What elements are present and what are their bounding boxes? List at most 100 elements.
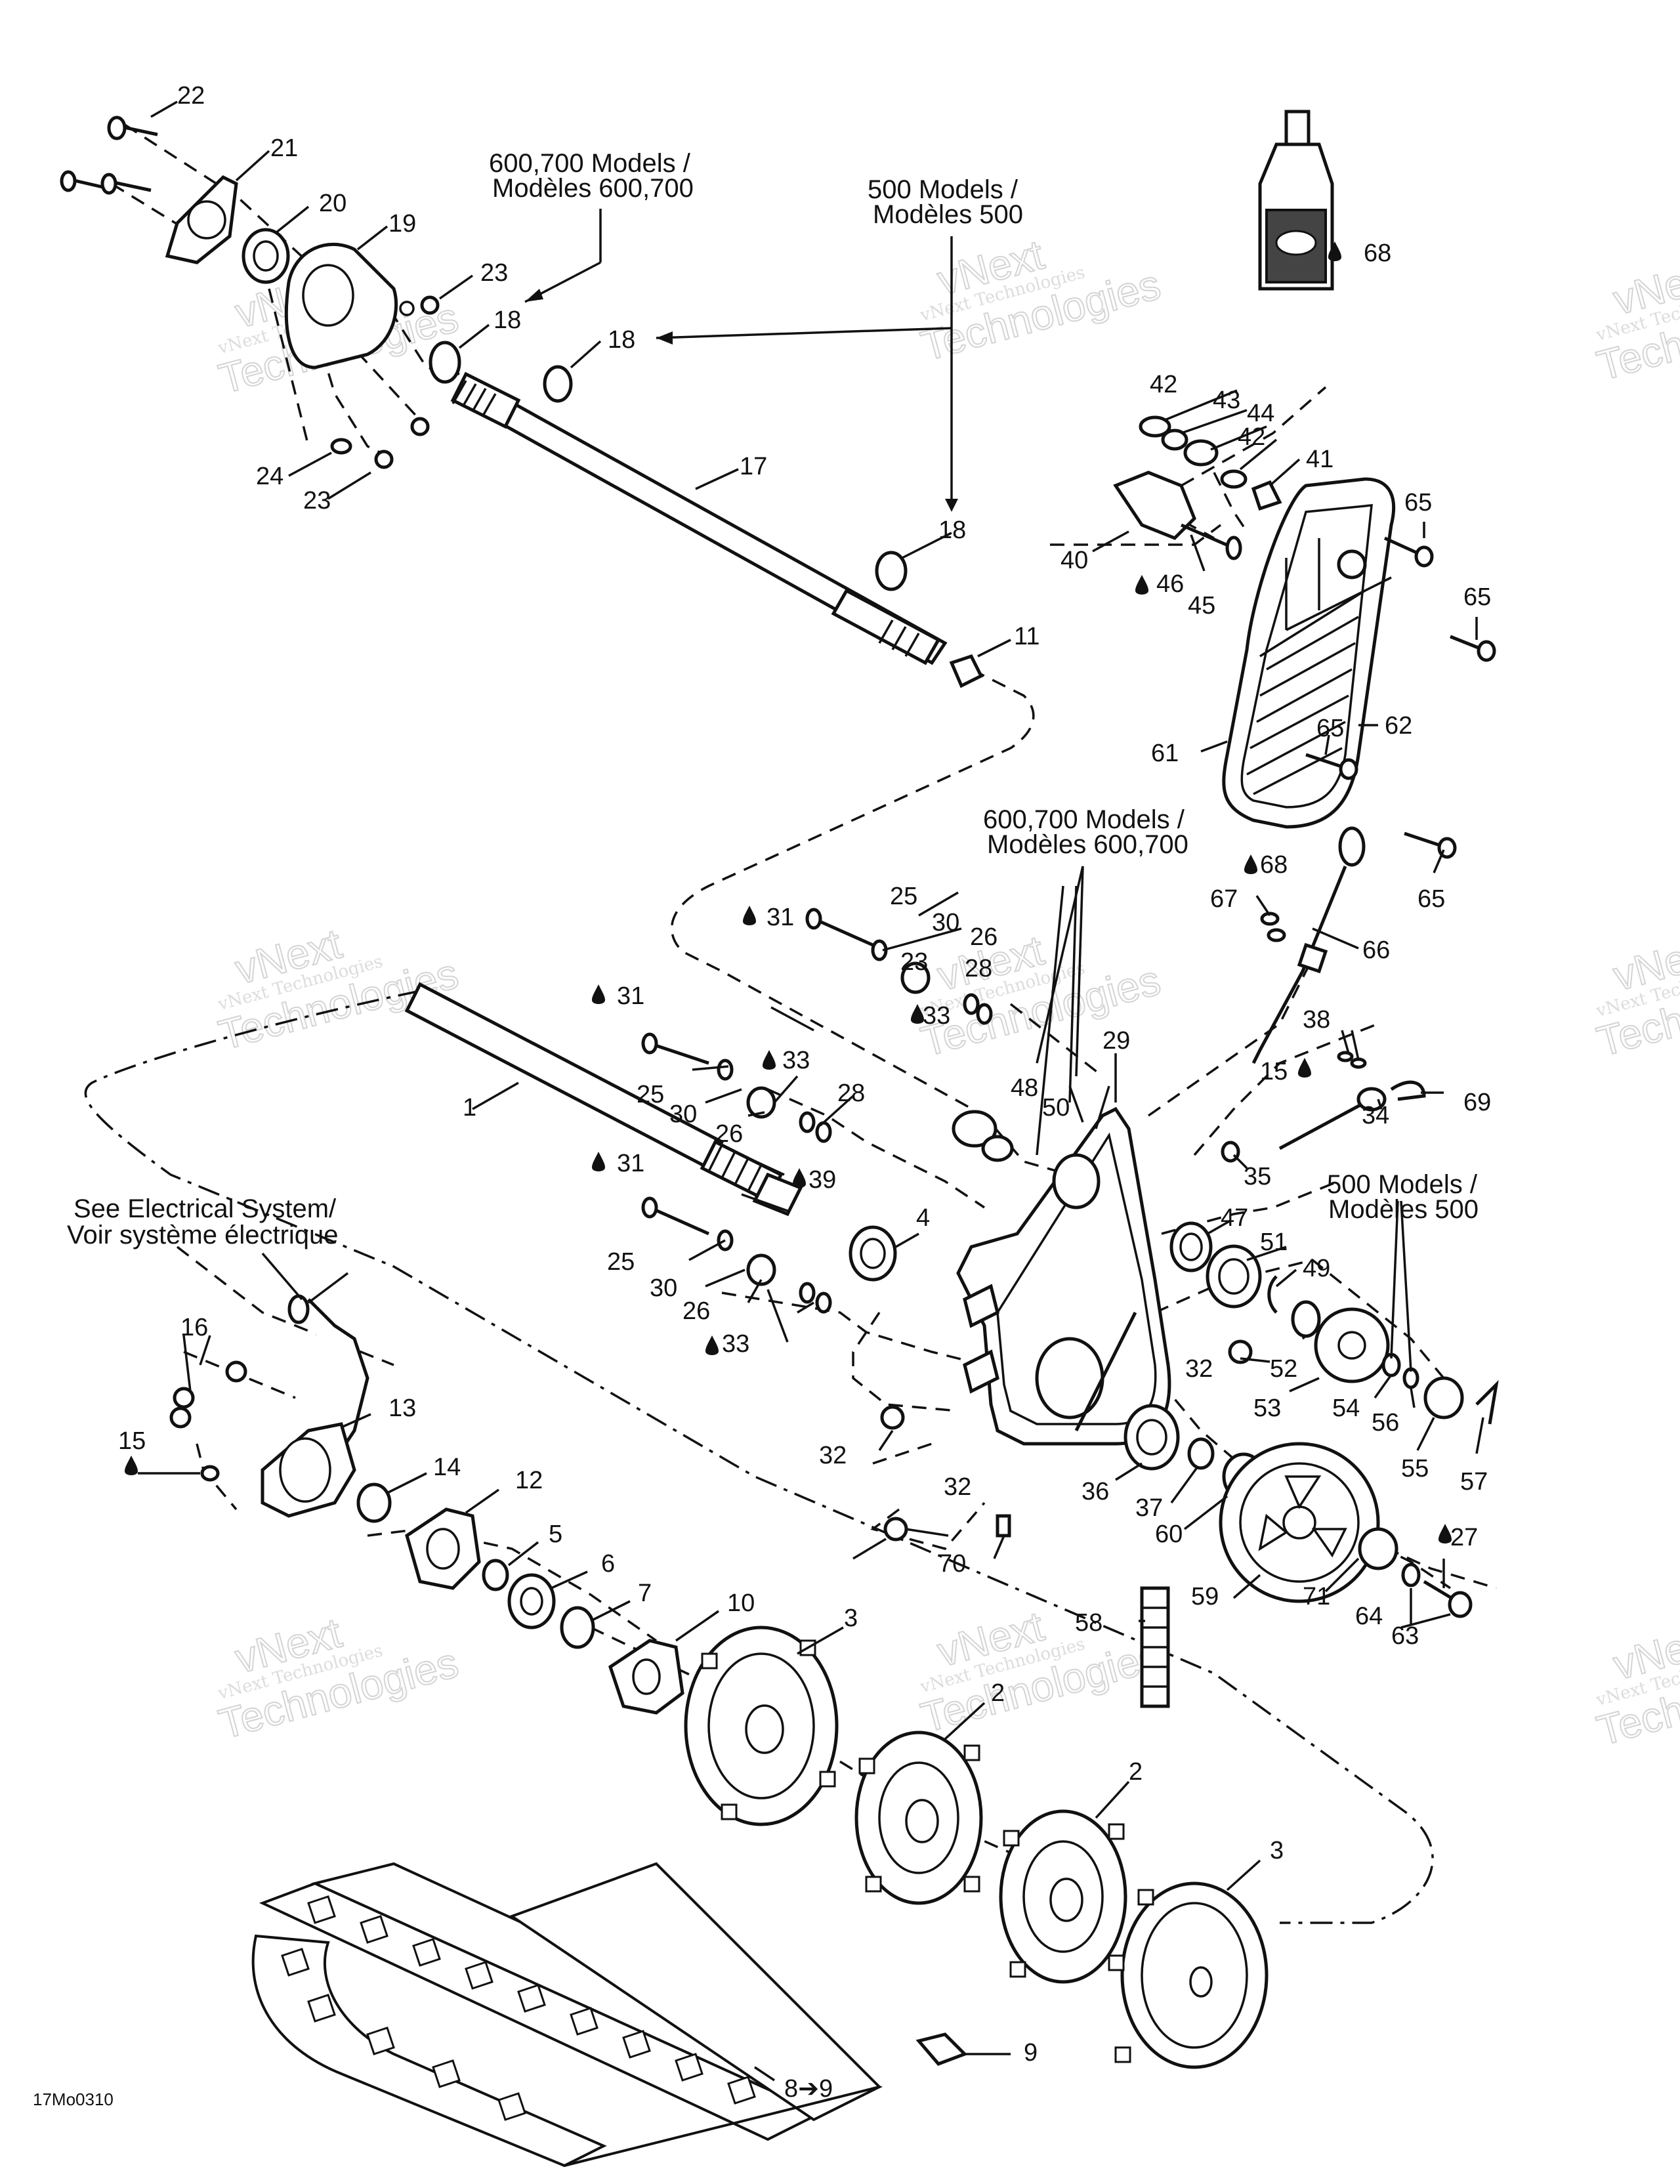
label-31-mid: 31: [617, 982, 644, 1010]
bolt-63: [1423, 1580, 1473, 1618]
bolt-25b: [641, 1032, 709, 1065]
plug-70: [996, 1514, 1011, 1538]
clip-9: [915, 2032, 968, 2066]
note-500-mid-2: Modèles 500: [1328, 1195, 1479, 1224]
label-23-mid: 23: [900, 948, 928, 976]
label-7: 7: [638, 1580, 652, 1607]
housing-19: [284, 242, 415, 369]
flange-12: [405, 1507, 481, 1590]
label-25-top: 25: [890, 883, 917, 910]
label-68-mid: 68: [1260, 851, 1288, 879]
nut-26c: [746, 1253, 776, 1286]
chaincase-29: [956, 1106, 1171, 1446]
label-48: 48: [1011, 1074, 1038, 1102]
label-32-mid: 32: [819, 1442, 847, 1469]
label-28-top: 28: [965, 955, 992, 982]
label-58: 58: [1075, 1609, 1102, 1637]
label-26-bottom: 26: [682, 1297, 710, 1325]
label-65-c: 65: [1316, 715, 1344, 742]
label-68-top: 68: [1364, 240, 1391, 267]
o-ring-18b: [543, 365, 573, 403]
o-ring-18a: [429, 341, 461, 384]
label-10: 10: [727, 1589, 755, 1617]
oil-drop-icon: [592, 1152, 605, 1171]
oil-bottle-68: [1258, 110, 1334, 291]
spacer-71: [1358, 1527, 1398, 1570]
seal-4: [849, 1225, 897, 1282]
label-32-right: 32: [1185, 1355, 1213, 1383]
tensioner-assembly: [1113, 415, 1282, 560]
label-1: 1: [463, 1094, 476, 1122]
label-30-top: 30: [932, 909, 959, 936]
bearing-51: [1206, 1244, 1262, 1309]
label-25-mid: 25: [637, 1081, 664, 1108]
label-60: 60: [1155, 1521, 1183, 1548]
sprocket-53: [1314, 1307, 1390, 1383]
label-35: 35: [1244, 1163, 1271, 1190]
label-2-left: 2: [991, 1679, 1005, 1707]
label-13: 13: [388, 1395, 416, 1422]
bolt-25c: [641, 1196, 710, 1236]
label-18-left: 18: [494, 306, 521, 334]
label-44: 44: [1247, 400, 1274, 427]
sprocket-2b: [999, 1809, 1127, 1984]
note-500-top-1: 500 Models /: [868, 175, 1018, 204]
note-600-700-mid-2: Modèles 600,700: [987, 830, 1188, 859]
label-31-top: 31: [766, 904, 794, 931]
oil-drop-icon: [705, 1335, 719, 1355]
bearing-6: [507, 1573, 556, 1629]
chaincase-cover-62: [1222, 477, 1396, 829]
note-600-700-mid-1: 600,700 Models /: [983, 805, 1185, 834]
chain-58: [1140, 1586, 1170, 1708]
cotter-pin-57: [1475, 1379, 1499, 1425]
oil-drop-icon: [125, 1456, 138, 1475]
label-23-bottom: 23: [303, 487, 331, 514]
bolt-45: [1180, 523, 1235, 550]
label-21: 21: [270, 135, 298, 162]
label-71: 71: [1303, 1583, 1330, 1610]
bolt-22: [107, 116, 158, 140]
label-30-bottom: 30: [650, 1274, 677, 1302]
bearing-14: [356, 1482, 392, 1523]
diagram-id: 17Mo0310: [33, 2090, 114, 2109]
o-ring-5: [482, 1559, 509, 1591]
label-65-b: 65: [1463, 583, 1491, 611]
watermarks: vNext vNext Technologies Technologies vN…: [213, 230, 1680, 1755]
bearing-48: [952, 1110, 998, 1148]
oil-drop-icon: [763, 1050, 776, 1070]
label-56: 56: [1372, 1409, 1399, 1437]
spline-right: [878, 620, 920, 657]
label-26-top: 26: [970, 923, 998, 951]
sprocket-3a: [684, 1626, 839, 1826]
bushing-41: [1251, 480, 1282, 511]
seal-7: [560, 1606, 595, 1649]
label-34: 34: [1362, 1102, 1389, 1129]
label-52: 52: [1270, 1355, 1297, 1383]
label-16: 16: [180, 1314, 208, 1341]
note-electrical-2: Voir système électrique: [67, 1221, 339, 1250]
cover-ribs: [1246, 538, 1392, 795]
label-43: 43: [1213, 387, 1240, 414]
part-labels: 22 21 20 19 23 18 18 24 23 17 18 11 68 4…: [33, 82, 1491, 2109]
oil-drop-icon: [1135, 575, 1148, 595]
sprocket-2a: [854, 1731, 983, 1905]
label-70: 70: [938, 1550, 966, 1578]
label-8-9: 8➔9: [784, 2075, 833, 2103]
label-62: 62: [1385, 712, 1412, 740]
label-33-top: 33: [923, 1002, 950, 1030]
nut-32a: [1228, 1339, 1253, 1364]
label-55: 55: [1401, 1455, 1429, 1482]
label-3-right: 3: [1270, 1837, 1284, 1864]
label-42-bottom: 42: [1238, 423, 1265, 451]
label-2-right: 2: [1129, 1758, 1143, 1786]
bearing-20: [242, 228, 290, 284]
bolt-65b: [1450, 635, 1496, 662]
label-31-bottom: 31: [617, 1150, 644, 1177]
label-57: 57: [1460, 1468, 1488, 1496]
label-24: 24: [256, 463, 284, 490]
label-11: 11: [1014, 623, 1040, 650]
spacer-37: [1187, 1437, 1215, 1470]
tensioner-block-40: [1113, 471, 1196, 540]
leader-lines: [138, 100, 1484, 2082]
label-64: 64: [1355, 1603, 1383, 1630]
